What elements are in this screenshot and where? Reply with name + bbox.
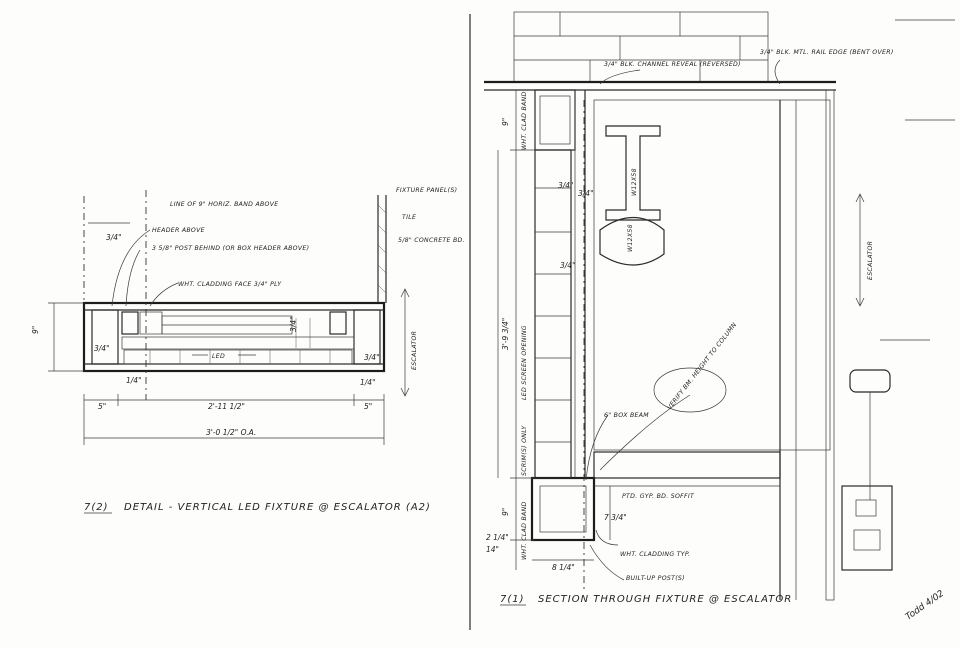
dim-right-five: 5" xyxy=(364,402,372,411)
note-escalator-right: ESCALATOR xyxy=(867,241,874,280)
dim-eight: 8 1/4" xyxy=(552,563,575,572)
fixture-outline xyxy=(82,301,386,373)
dim-tall: 3'-9 3/4" xyxy=(501,318,510,350)
dim-top-nine: 9" xyxy=(501,118,510,126)
note-led-screen: LED SCREEN OPENING xyxy=(521,325,528,400)
note-escalator-left: ESCALATOR xyxy=(411,331,418,370)
left-title-number: 7(2) xyxy=(84,502,109,513)
left-post xyxy=(91,309,119,365)
dim-left-five: 5" xyxy=(98,402,106,411)
dim-bottom-nine: 9" xyxy=(501,508,510,516)
dim-center: 2'-11 1/2" xyxy=(208,402,245,411)
dim-height: 9" xyxy=(31,326,40,334)
dim-inner-left: 3/4" xyxy=(94,344,110,353)
dim-bottom-small: 1/4" xyxy=(126,376,142,385)
note-scrim: SCRIM(S) ONLY xyxy=(521,425,528,476)
dim-fourteen: 14" xyxy=(486,545,499,554)
dim-side-a: 3/4" xyxy=(558,181,574,190)
note-cladding: WHT. CLADDING FACE 3/4" PLY xyxy=(178,281,282,288)
escalator-rail xyxy=(849,369,891,393)
note-clad-band-bottom: WHT. CLAD BAND xyxy=(521,501,528,560)
note-tile: TILE xyxy=(402,214,416,221)
escalator-wall xyxy=(825,89,835,601)
i-beam xyxy=(605,125,661,221)
column-outline xyxy=(593,99,831,451)
note-led: LED xyxy=(212,353,225,360)
note-concrete: 5/8" CONCRETE BD. xyxy=(398,237,465,244)
note-verify: VERIFY BM. HEIGHT TO COLUMN xyxy=(666,321,738,411)
led-panel xyxy=(534,149,572,479)
dim-small-right: 1/4" xyxy=(360,378,376,387)
escalator-bracket xyxy=(841,485,893,571)
left-title: DETAIL - VERTICAL LED FIXTURE @ ESCALATO… xyxy=(124,502,431,513)
note-soffit: PTD. GYP. BD. SOFFIT xyxy=(622,493,695,500)
dim-two: 2 1/4" xyxy=(486,533,509,542)
i-beam-lower xyxy=(599,217,665,266)
right-title: SECTION THROUGH FIXTURE @ ESCALATOR xyxy=(538,594,792,605)
note-fixture-panels: FIXTURE PANEL(S) xyxy=(396,187,457,194)
note-rail: 3/4" BLK. MTL. RAIL EDGE (BENT OVER) xyxy=(760,49,894,56)
note-beam1: W12X58 xyxy=(631,168,638,196)
right-title-number: 7(1) xyxy=(500,594,525,605)
box-beam xyxy=(593,451,781,479)
note-post: 3 5/8" POST BEHIND (OR BOX HEADER ABOVE) xyxy=(152,245,309,252)
note-horiz-band: LINE OF 9" HORIZ. BAND ABOVE xyxy=(170,201,278,208)
left-detail: LINE OF 9" HORIZ. BAND ABOVE HEADER ABOV… xyxy=(31,187,465,514)
top-clad-band xyxy=(534,89,576,151)
note-cladding-typ: WHT. CLADDING TYP. xyxy=(620,551,690,558)
note-box-beam: 6" BOX BEAM xyxy=(604,412,649,419)
signature: Todd 4/02 xyxy=(904,589,946,623)
right-detail: 3/4" BLK. CHANNEL REVEAL (REVERSED) 3/4"… xyxy=(484,11,955,623)
dim-top-left: 3/4" xyxy=(106,233,122,242)
dim-right-side: 3/4" xyxy=(364,353,380,362)
note-beam2: W12X58 xyxy=(627,224,634,252)
dim-overall: 3'-0 1/2" O.A. xyxy=(206,428,256,437)
note-posts: BUILT-UP POST(S) xyxy=(626,575,685,582)
note-header: HEADER ABOVE xyxy=(152,227,205,234)
verify-callout xyxy=(653,367,727,413)
note-clad-band-top: WHT. CLAD BAND xyxy=(521,91,528,150)
dim-side-b: 3/4" xyxy=(578,189,594,198)
dim-side-c: 3/4" xyxy=(560,261,576,270)
masonry-wall xyxy=(513,11,769,83)
dim-inner-right: 3/4" xyxy=(289,316,298,332)
bottom-clad-band xyxy=(530,476,596,542)
led-bar xyxy=(121,336,355,350)
note-channel: 3/4" BLK. CHANNEL REVEAL (REVERSED) xyxy=(604,61,741,68)
dim-seven: 7 3/4" xyxy=(604,513,627,522)
